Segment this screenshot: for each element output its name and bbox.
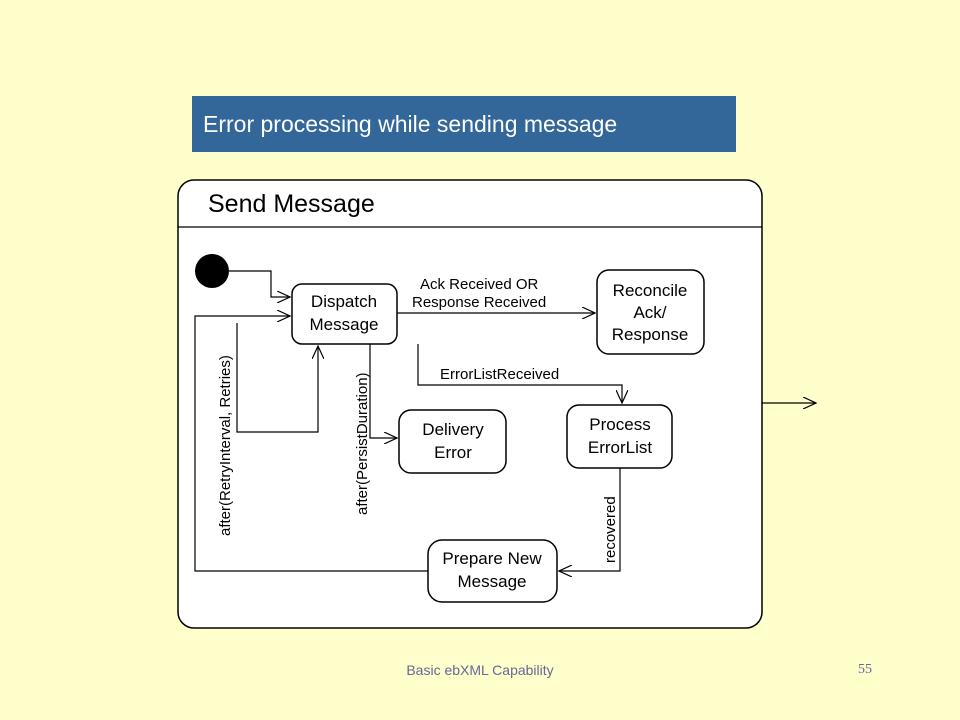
- state-prepare-line1: Prepare New: [442, 549, 542, 568]
- initial-state: [195, 254, 229, 288]
- transition-recovered: [559, 468, 621, 571]
- transition-resend: [194, 316, 428, 572]
- state-delivery-line1: Delivery: [422, 420, 484, 439]
- state-dispatch-line1: Dispatch: [311, 292, 377, 311]
- state-delivery-error: Delivery Error: [398, 409, 507, 474]
- transition-persist: [369, 344, 397, 438]
- label-error-list-received: ErrorListReceived: [440, 366, 559, 383]
- label-recovered: recovered: [602, 496, 619, 563]
- state-reconcile-line1: Reconcile: [613, 281, 688, 300]
- label-persist: after(PersistDuration): [354, 372, 371, 515]
- state-dispatch-message: Dispatch Message: [291, 283, 398, 345]
- transition-error-list-received: [417, 344, 622, 403]
- state-reconcile-line3: Response: [612, 325, 689, 344]
- slide-title: Error processing while sending message: [192, 96, 736, 152]
- transition-initial: [229, 270, 290, 297]
- label-ack-line2: Response Received: [412, 294, 546, 311]
- state-dispatch-line2: Message: [310, 315, 379, 334]
- state-process-line2: ErrorList: [588, 438, 653, 457]
- state-process-line1: Process: [589, 415, 650, 434]
- state-prepare-line2: Message: [458, 572, 527, 591]
- state-reconcile-line2: Ack/: [633, 303, 666, 322]
- label-retry: after(RetryInterval, Retries): [217, 355, 234, 536]
- label-ack-line1: Ack Received OR: [420, 276, 539, 293]
- transition-retry: [236, 323, 318, 433]
- slide-footer: Basic ebXML Capability: [406, 662, 554, 678]
- state-delivery-line2: Error: [434, 443, 472, 462]
- state-process-error-list: Process ErrorList: [566, 404, 673, 469]
- page-number: 55: [858, 662, 872, 677]
- frame-title: Send Message: [208, 190, 375, 218]
- state-reconcile: Reconcile Ack/ Response: [596, 269, 705, 355]
- state-prepare-new-message: Prepare New Message: [427, 539, 558, 603]
